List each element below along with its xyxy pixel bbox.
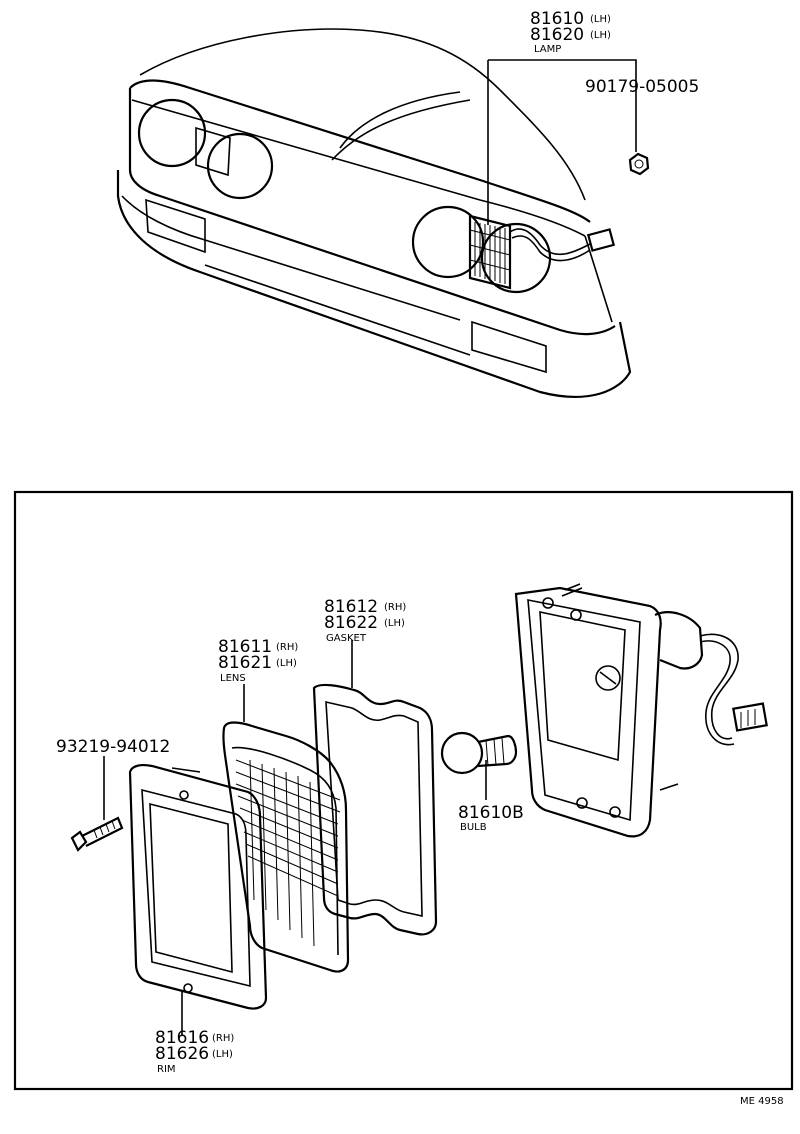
gasket-part-number-2: 81622 bbox=[324, 613, 378, 633]
screw-part-number: 93219-94012 bbox=[56, 737, 170, 757]
hex-nut-icon bbox=[628, 152, 650, 176]
gasket-part-number-1: 81612 bbox=[324, 597, 378, 617]
lens-part-side-1: (RH) bbox=[276, 642, 298, 653]
gasket-part-side-1: (RH) bbox=[384, 602, 406, 613]
lens-part-number-1: 81611 bbox=[218, 637, 272, 657]
side-lamp-unit bbox=[468, 214, 512, 290]
bulb-part-name: BULB bbox=[460, 822, 487, 833]
lens-part-name: LENS bbox=[220, 673, 246, 684]
rim-part-side-2: (LH) bbox=[212, 1049, 233, 1060]
diagram-code: ME 4958 bbox=[740, 1096, 784, 1107]
lens-part-side-2: (LH) bbox=[276, 658, 297, 669]
lamp-part-name: LAMP bbox=[534, 44, 561, 55]
lens-part-number-2: 81621 bbox=[218, 653, 272, 673]
screw-icon bbox=[70, 816, 124, 852]
lamp-part-number-1: 81610 bbox=[530, 9, 584, 29]
lamp-part-side-1: (LH) bbox=[590, 14, 611, 25]
gasket-part-name: GASKET bbox=[326, 633, 367, 644]
lamp-part-side-2: (LH) bbox=[590, 30, 611, 41]
bulb-icon bbox=[440, 731, 518, 775]
lens-part bbox=[222, 721, 350, 973]
nut-part-number: 90179-05005 bbox=[585, 77, 699, 97]
bulb-part-number: 81610B bbox=[458, 803, 524, 823]
rim-part-number-1: 81616 bbox=[155, 1028, 209, 1048]
car-front-illustration bbox=[116, 28, 650, 398]
gasket-part bbox=[312, 683, 438, 936]
exploded-view-frame bbox=[13, 490, 794, 1091]
rim-part-number-2: 81626 bbox=[155, 1044, 209, 1064]
lamp-housing bbox=[514, 583, 768, 838]
rim-part-side-1: (RH) bbox=[212, 1033, 234, 1044]
rim-part bbox=[128, 764, 268, 1010]
lamp-part-number-2: 81620 bbox=[530, 25, 584, 45]
rim-part-name: RIM bbox=[157, 1064, 176, 1075]
gasket-part-side-2: (LH) bbox=[384, 618, 405, 629]
